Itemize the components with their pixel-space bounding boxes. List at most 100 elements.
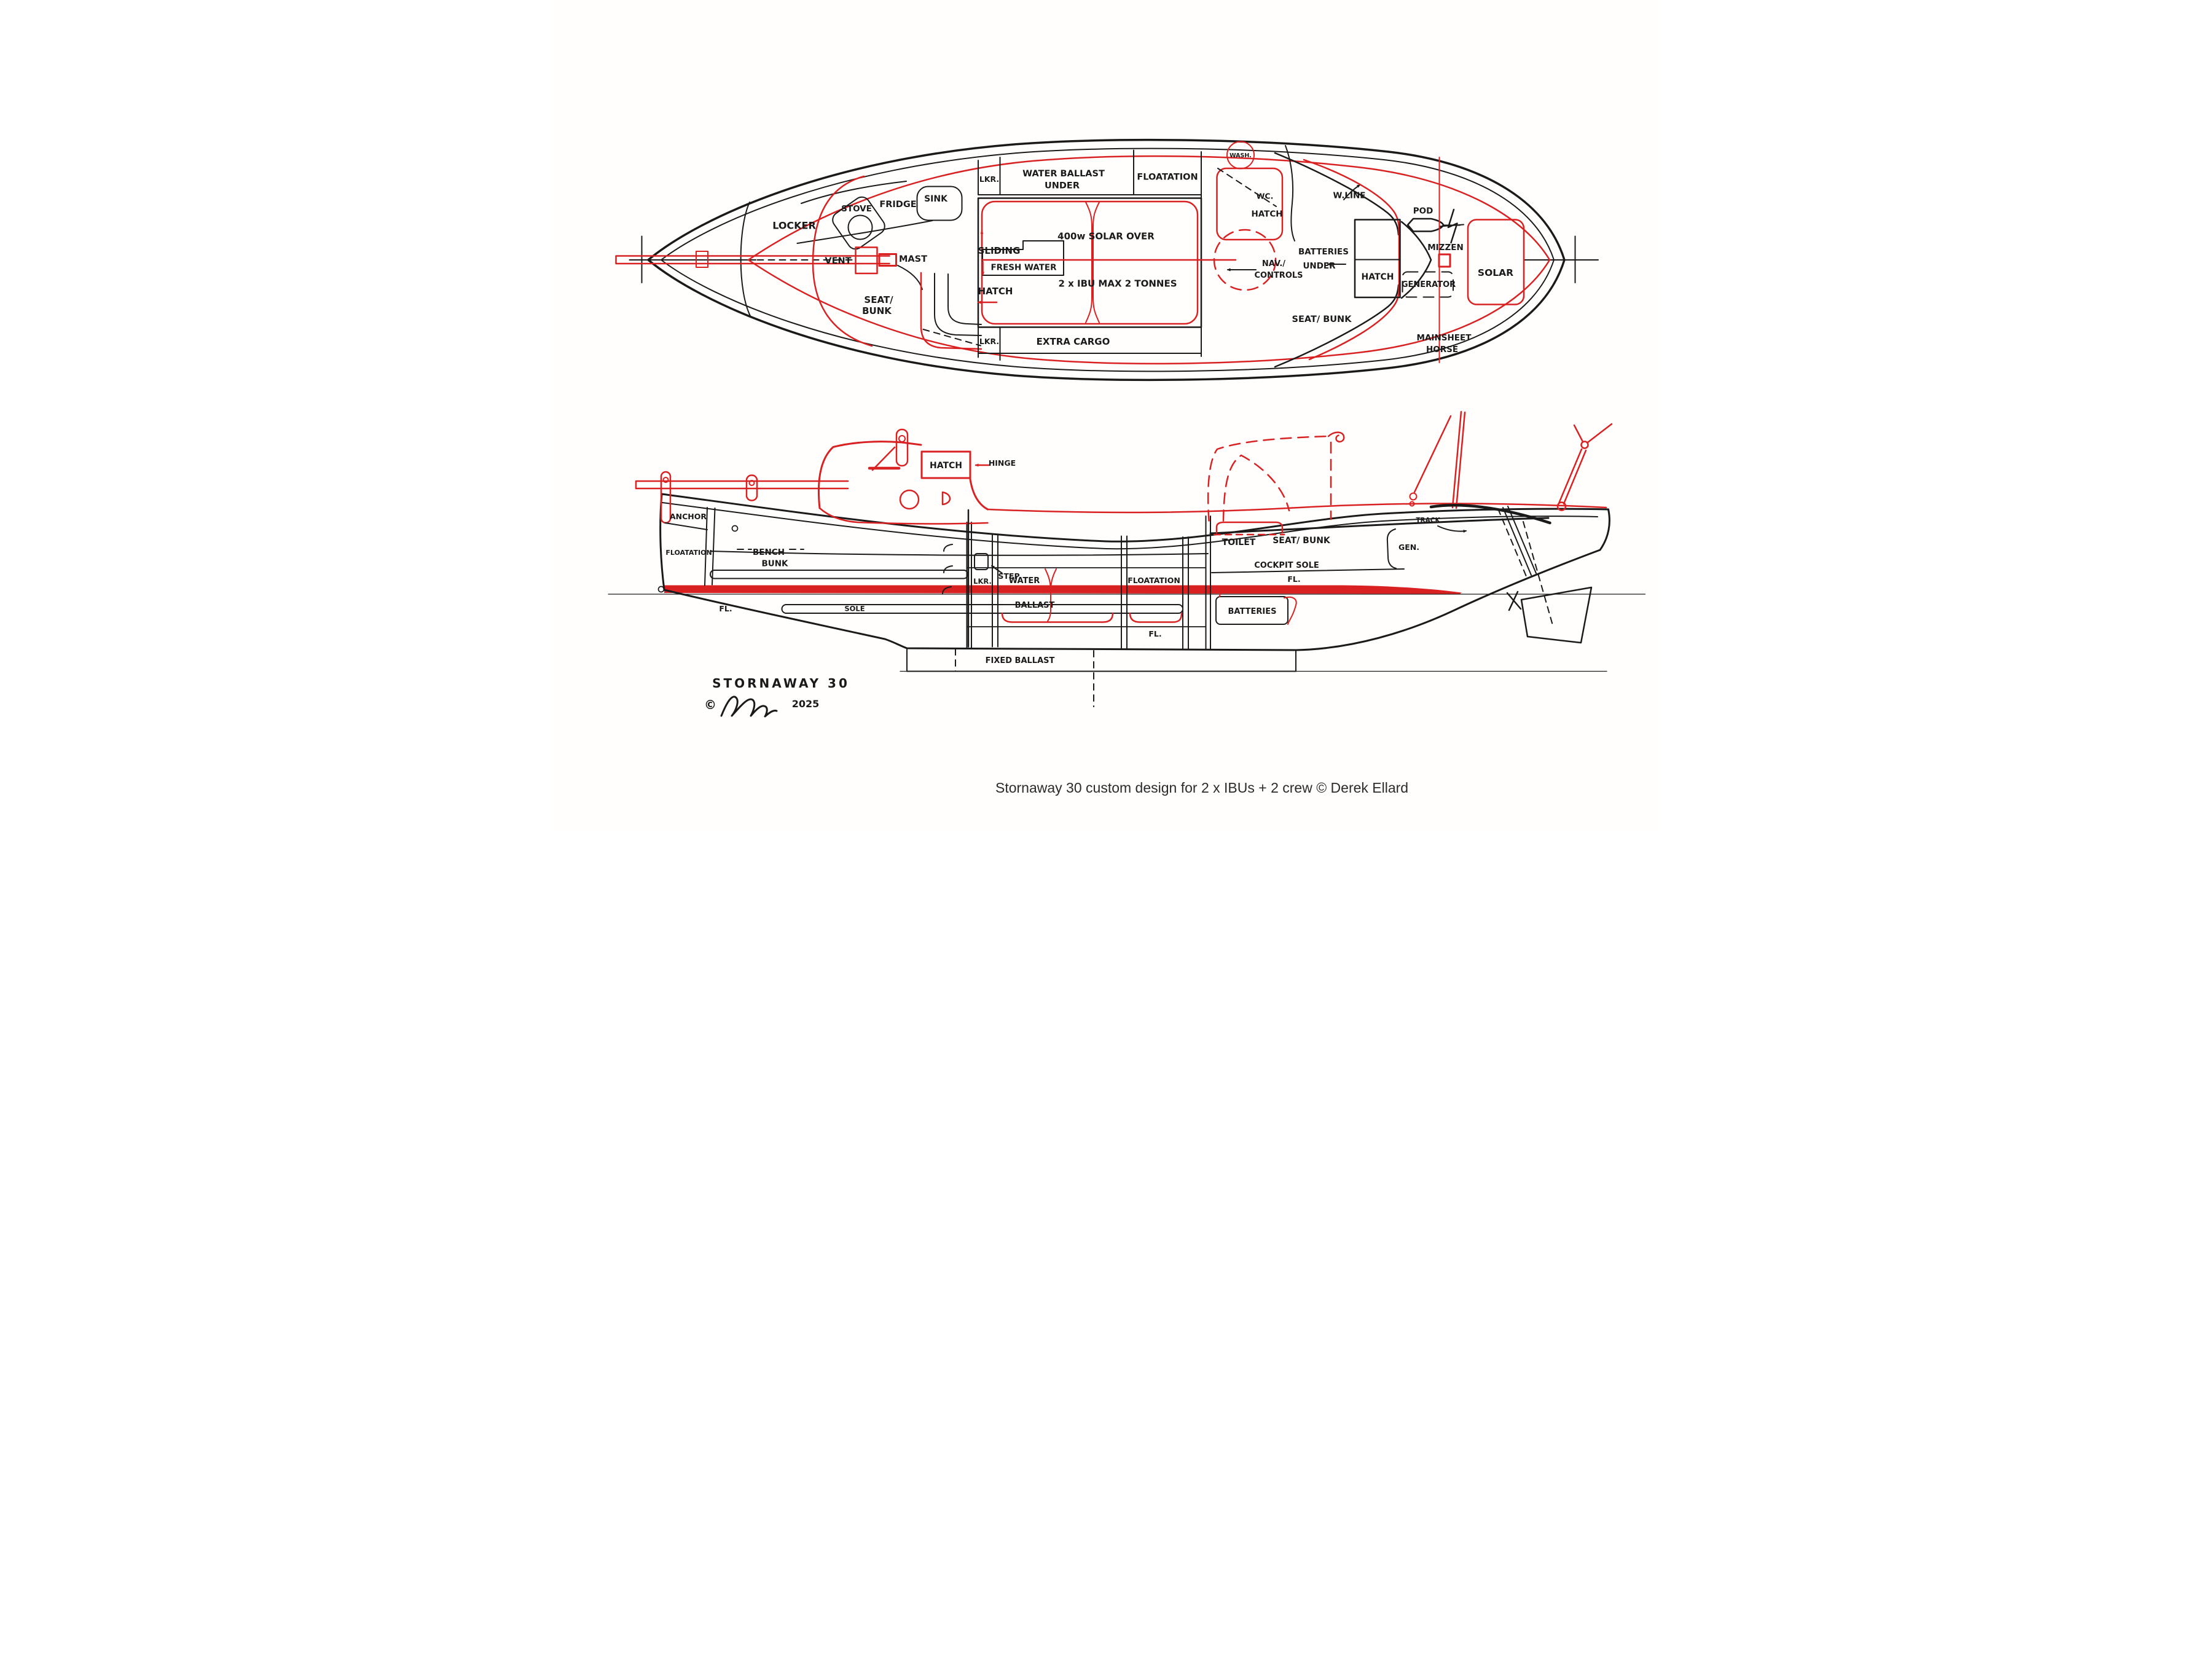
mizzen-mast-plan <box>1438 253 1451 268</box>
label-ballast: BALLAST <box>1015 601 1055 610</box>
cockpit-sole-line <box>1211 568 1405 573</box>
strut-branches <box>1573 423 1613 444</box>
label-anchor: ANCHOR <box>670 512 707 521</box>
label-seat-bunk-profile: SEAT/ BUNK <box>1273 536 1331 546</box>
label-mizzen: MIZZEN <box>1427 243 1464 253</box>
label-horse: HORSE <box>1426 345 1458 355</box>
designer-signature <box>720 696 778 718</box>
mast-crutch-hole <box>898 435 906 442</box>
label-floatation-mid: FLOATATION <box>1128 576 1180 585</box>
mizzen-mast-profile <box>1451 410 1466 509</box>
rudder-blade <box>1520 586 1593 644</box>
forward-bulkhead-arc <box>740 202 751 318</box>
hull-inner-line-plan <box>661 147 1555 372</box>
mast-box-plan <box>878 253 897 267</box>
tank-band-lines <box>966 567 1207 627</box>
boomkin <box>1502 506 1537 576</box>
generator-box <box>1402 271 1454 298</box>
label-fresh-water: FRESH WATER <box>990 263 1057 273</box>
label-floatation-bow: FLOATATION <box>665 549 712 557</box>
anchor-shelf <box>664 522 708 530</box>
bow-fitting-aft-hole <box>748 480 755 486</box>
copyright-symbol: © <box>704 697 716 712</box>
label-extra-cargo: EXTRA CARGO <box>1037 336 1110 347</box>
propeller-bar <box>1439 224 1464 227</box>
label-lkr-bottom: LKR. <box>979 337 999 346</box>
rudder-stock-dashed <box>1523 521 1554 628</box>
hull-outline-plan <box>647 138 1566 382</box>
floatation-tank-red <box>1129 612 1183 623</box>
pod-shape <box>1406 218 1445 232</box>
label-nav: NAV./ <box>1262 259 1285 269</box>
sprayhood-swirl <box>1327 431 1345 443</box>
bowsprit-plan <box>615 255 890 265</box>
label-bench: BENCH <box>753 547 785 557</box>
bow-fitting-fwd-hole <box>662 477 669 483</box>
step-hooks <box>942 544 953 594</box>
bowsprit-profile <box>635 480 849 490</box>
forestay-turnbuckle-2 <box>1409 501 1415 507</box>
wc-dashed-line <box>1217 168 1277 207</box>
drawing-year: 2025 <box>792 698 820 710</box>
wline-arrow-icon <box>1343 184 1361 200</box>
top-band-lines <box>978 149 1202 199</box>
label-water-ballast: WATER BALLAST <box>1022 169 1105 179</box>
stove-burner <box>847 214 873 240</box>
label-sole: SOLE <box>844 605 865 613</box>
label-lkr-top: LKR. <box>979 175 999 184</box>
cargo-hold-outline <box>977 197 1202 328</box>
label-wash: WASH. <box>1230 152 1252 159</box>
label-pod: POD <box>1413 206 1433 216</box>
label-fridge: FRIDGE <box>879 200 916 210</box>
chain-locker-bulkhead <box>704 507 716 586</box>
nav-console-dashed <box>1213 229 1277 291</box>
label-water: WATER <box>1009 576 1040 586</box>
wc-module <box>1216 167 1284 241</box>
bowsprit-fitting <box>696 251 708 268</box>
d-vent <box>941 491 951 506</box>
label-solar-panel: SOLAR <box>1478 267 1513 278</box>
cabin-front-dome <box>812 175 873 347</box>
ballast-station-dashes <box>955 648 1094 707</box>
deck-fitting-circle <box>731 525 739 532</box>
wc-hatch-bracket <box>1285 145 1295 241</box>
label-step: STEP <box>998 571 1019 581</box>
cockpit-tail-curves <box>1400 221 1432 299</box>
forestay-turnbuckle-1 <box>1409 492 1418 501</box>
waterline-curve-top <box>1274 152 1400 236</box>
bow-fitting-aft <box>745 474 758 501</box>
step-arrow-icon <box>990 565 1003 574</box>
label-wline: W.LINE <box>1333 191 1365 201</box>
cabin-front-red <box>817 441 922 509</box>
label-track: TRACK <box>1416 517 1440 524</box>
waterline-stripe <box>664 585 1462 594</box>
cockpit-seat-line <box>1209 517 1550 535</box>
label-controls: CONTROLS <box>1254 271 1303 280</box>
transom <box>1599 508 1610 551</box>
solar-panel-plan <box>1467 219 1525 305</box>
bench-line <box>710 551 1209 556</box>
hatch-garage-inner-1 <box>934 273 982 336</box>
label-water-ballast-under: UNDER <box>1045 181 1080 191</box>
label-sink: SINK <box>924 194 948 204</box>
porthole <box>899 489 920 510</box>
strut-deck-eye <box>1556 501 1567 511</box>
label-mainsheet: MAINSHEET <box>1417 333 1472 343</box>
galley-counter-upper <box>801 181 907 204</box>
label-fl-bow: FL. <box>719 604 732 613</box>
batteries-box-profile <box>1215 596 1288 625</box>
label-seat-bunk-fwd-1: SEAT/ <box>864 294 893 305</box>
cabin-sole-bar <box>781 604 1183 614</box>
sink-basin <box>916 186 963 221</box>
label-sliding: SLIDING <box>978 245 1021 256</box>
label-ibu: 2 x IBU MAX 2 TONNES <box>1058 278 1177 289</box>
red-deck-aft-transverse <box>1303 159 1400 361</box>
tank-divider-red <box>1045 568 1057 622</box>
label-fl-aft: FL. <box>1287 575 1300 584</box>
bulkhead-verticals <box>966 516 1211 651</box>
